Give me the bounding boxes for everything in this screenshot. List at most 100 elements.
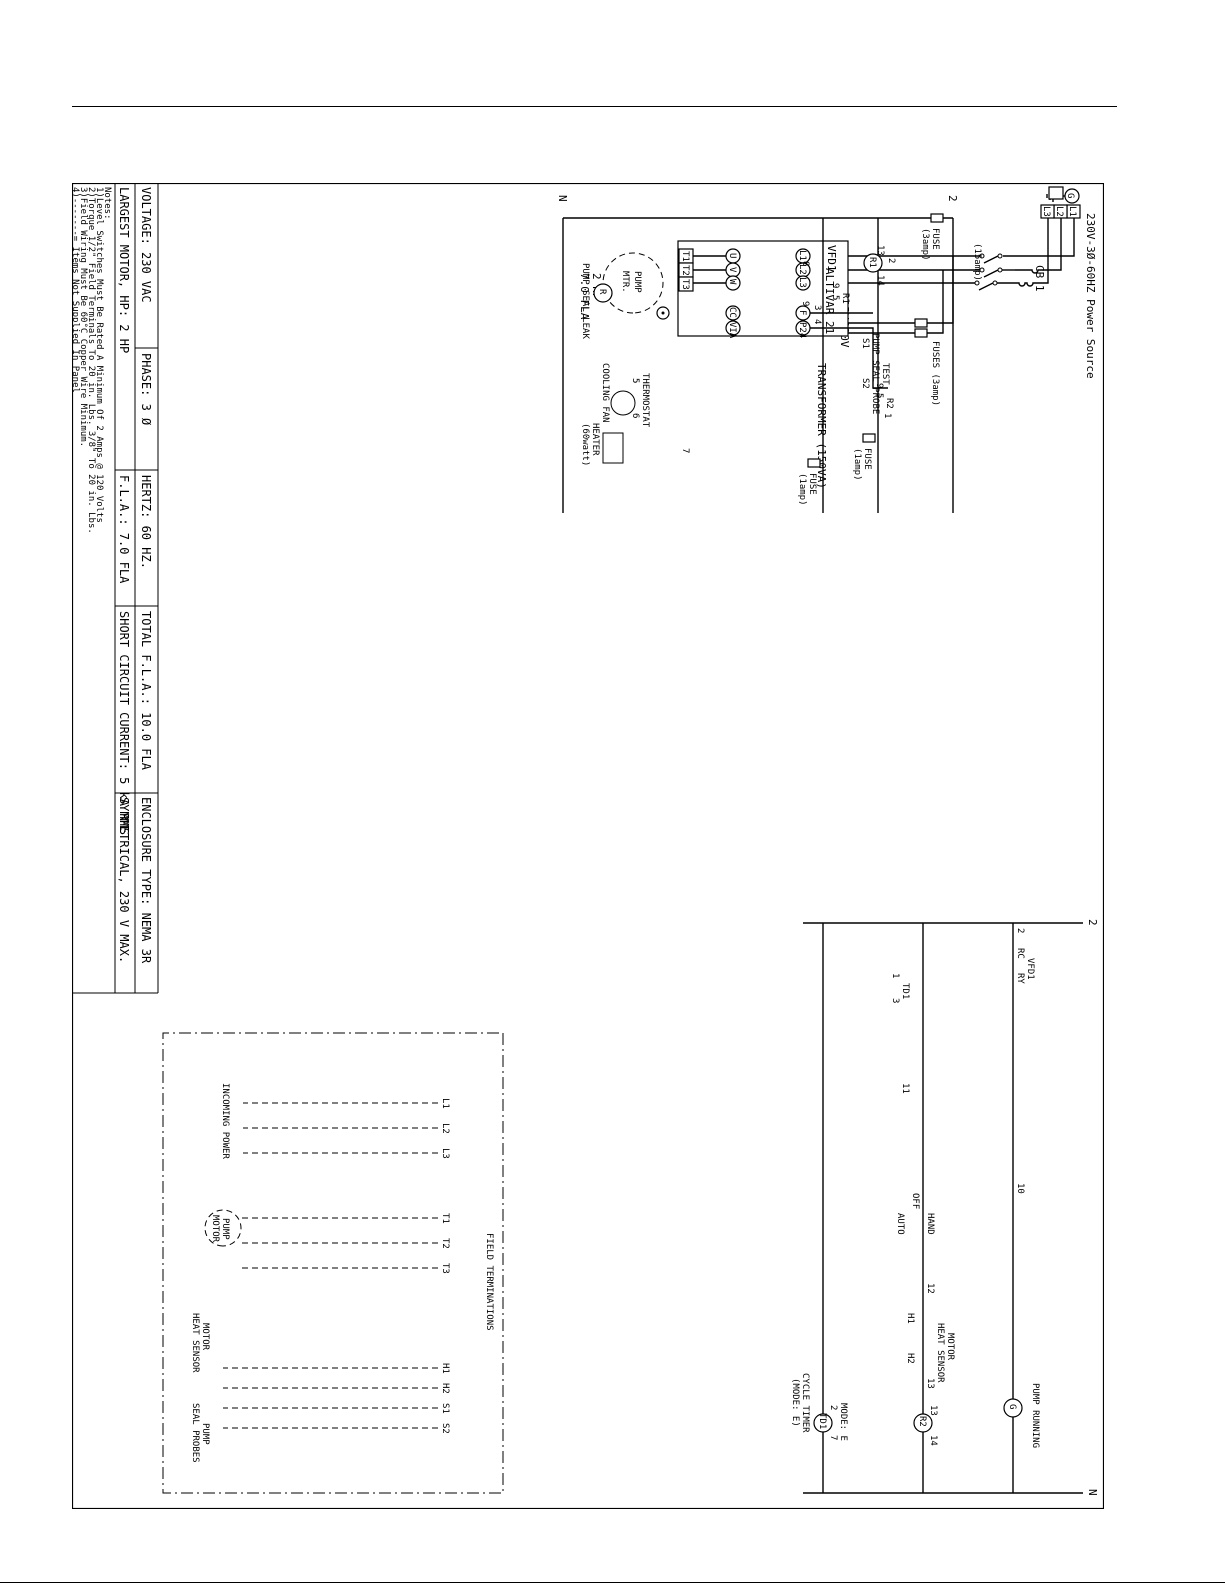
vfd-in-l1: L1 [797, 250, 807, 261]
relay-r1-coil [863, 253, 883, 273]
heat-sensor-h1: H1 [905, 1313, 915, 1324]
relay-r1-pin13: 13 [875, 245, 885, 256]
heater-rating: (60watt) [580, 423, 590, 466]
ft-motor-t1: T1 [440, 1213, 450, 1224]
fuse-fan-label: FUSE [862, 448, 872, 470]
relay-r1-pin14: 14 [875, 275, 885, 286]
ft-power-l3: L3 [440, 1148, 450, 1159]
ft-sensor-h2: H2 [440, 1383, 450, 1394]
control-circuit: 2 N FUSE (3amp) 1 FUSE (1amp) THERMOSTAT… [556, 195, 959, 513]
spec-symmetrical: SYMMETRICAL, 230 V MAX. [117, 797, 131, 963]
ft-pump-motor-1: PUMP [220, 1218, 230, 1240]
r2-wire-b: 4 [812, 319, 822, 324]
wire-12: 12 [925, 1283, 935, 1294]
pump-running-lamp-label: G [1007, 1404, 1017, 1409]
heat-sensor-label-1: MOTOR [945, 1333, 955, 1361]
cycle-timer-pin7: 7 [828, 1435, 838, 1440]
wiring-diagram-sheet: VOLTAGE: 230 VAC PHASE: 3 Ø HERTZ: 60 HZ… [72, 183, 1104, 1509]
r2-pin-a: 9 [874, 383, 884, 388]
td1-contact-label: TD1 [900, 983, 910, 999]
fuses-3amp-label: FUSES (3amp) [930, 341, 940, 406]
control-bus-2: 2 [946, 195, 959, 202]
motor-lead-t1: T1 [680, 251, 690, 262]
pump-running-lamp [1003, 1398, 1023, 1418]
note-1: 1)Level Switches Must Be Rated A Minimum… [94, 187, 104, 523]
spec-largest-motor: LARGEST MOTOR, HP: 2 HP [117, 187, 131, 353]
motor-lead-t3: T3 [680, 279, 690, 290]
vfd-ctl-p24: P24 [797, 322, 807, 338]
wire-2: 2 [886, 258, 896, 263]
ft-motor-t3: T3 [440, 1263, 450, 1274]
selector-off: OFF [910, 1193, 920, 1209]
vfd-contact-wire2: 2 [1015, 928, 1025, 933]
heater-symbol [602, 432, 624, 464]
td1-pin1: 1 [890, 973, 900, 978]
relay-r2-coil [913, 1413, 933, 1433]
selector-auto: AUTO [895, 1213, 905, 1235]
note-4: 4)-------= Items Not Supplied In Panel [72, 187, 80, 393]
fuse-heater-rating: (1amp) [797, 473, 807, 506]
ft-sensor-s1: S1 [440, 1403, 450, 1414]
vfd-contact-ry: RY [1015, 973, 1025, 984]
pump-motor-fla: 7.0 FLA [578, 273, 591, 320]
cooling-fan-symbol [610, 390, 636, 416]
note-3: 3)Field Wiring Must Be 60°C Copper Wire … [78, 187, 88, 447]
fuse-top-label: FUSE [930, 228, 940, 250]
ft-power-l1: L1 [440, 1098, 450, 1109]
seal-leak-lamp [593, 283, 613, 303]
spec-hertz: HERTZ: 60 HZ. [139, 475, 153, 569]
wire-11: 11 [900, 1083, 910, 1094]
cycle-timer-label-2: (MODE: E) [790, 1378, 800, 1427]
seal-probe-s1: S1 [860, 338, 870, 349]
fuse-fan-wire: 1 [882, 413, 892, 418]
thermostat-label: THERMOSTAT [640, 373, 650, 428]
selector-hand: HAND [925, 1213, 935, 1235]
relay-r1-contact: R1 [840, 293, 850, 304]
vfd-ctl-f: F [797, 310, 807, 315]
run-bus-n: N [1086, 1489, 1099, 1496]
page-bottom-rule [0, 1582, 1225, 1583]
relay-r2-pin14: 14 [928, 1435, 938, 1446]
pump-motor-label-1: PUMP [632, 271, 642, 293]
pump-motor-label-2: MTR. [620, 271, 630, 293]
vfd-in-l2: L2 [797, 264, 807, 275]
ft-sensor-s2: S2 [440, 1423, 450, 1434]
cycle-timer-mode: MODE: E [838, 1403, 848, 1441]
test-label: TEST [880, 363, 890, 385]
spec-enclosure: ENCLOSURE TYPE: NEMA 3R [139, 797, 153, 964]
r2-wire-a: 3 [812, 305, 822, 310]
seal-probe-s2: S2 [860, 378, 870, 389]
line-l3: L3 [1041, 206, 1051, 217]
line-l2: L2 [1054, 206, 1064, 217]
spec-fla: F.L.A.: 7.0 FLA [117, 475, 131, 584]
wire-10: 10 [1015, 1183, 1025, 1194]
wire-5: 5 [630, 378, 640, 383]
power-section: 230V-3Ø-60HZ Power Source G L1 L2 L3 CB … [578, 186, 1097, 489]
relay-r1-label: R1 [867, 257, 877, 268]
wire-9: 9 [800, 301, 810, 306]
breaker-label: CB 1 [1033, 265, 1046, 292]
vfd-out-v: V [727, 267, 737, 273]
spec-short-circuit: SHORT CIRCUIT CURRENT: 5 kA RMS [117, 611, 131, 835]
breaker-rating: (15amp) [972, 243, 982, 281]
vfd-contact-label: VFD1 [1025, 958, 1035, 980]
field-terminations: FIELD TERMINATIONS INCOMING POWER L1 L2 … [162, 1032, 504, 1494]
vfd-out-u: U [727, 253, 737, 258]
relay-r2-pin13: 13 [928, 1405, 938, 1416]
transformer-label: TRANSFORMER (150VA) [815, 363, 828, 489]
incoming-power-label: INCOMING POWER [220, 1083, 230, 1159]
ft-pump-motor-2: MOTOR [210, 1215, 220, 1243]
line-l1: L1 [1067, 206, 1077, 217]
r2-pin-b: 5 [874, 393, 884, 398]
wire-7: 7 [680, 448, 690, 453]
pump-running-label: PUMP RUNNING [1030, 1383, 1040, 1448]
fuse-top-rating: (3amp) [920, 228, 930, 261]
run-circuit: 2 N VFD1 RC RY 2 10 G PUMP RUNNING TD1 1… [790, 919, 1099, 1496]
vfd-ctl-cc: CC [727, 307, 737, 318]
page-top-rule [72, 106, 1117, 107]
ft-seal-probes-1: PUMP [200, 1423, 210, 1445]
ft-sensor-h1: H1 [440, 1363, 450, 1374]
cycle-timer-pin2: 2 [828, 1405, 838, 1410]
fuse-fan-rating: (1amp) [852, 448, 862, 481]
vfd-out-w: W [727, 279, 737, 285]
